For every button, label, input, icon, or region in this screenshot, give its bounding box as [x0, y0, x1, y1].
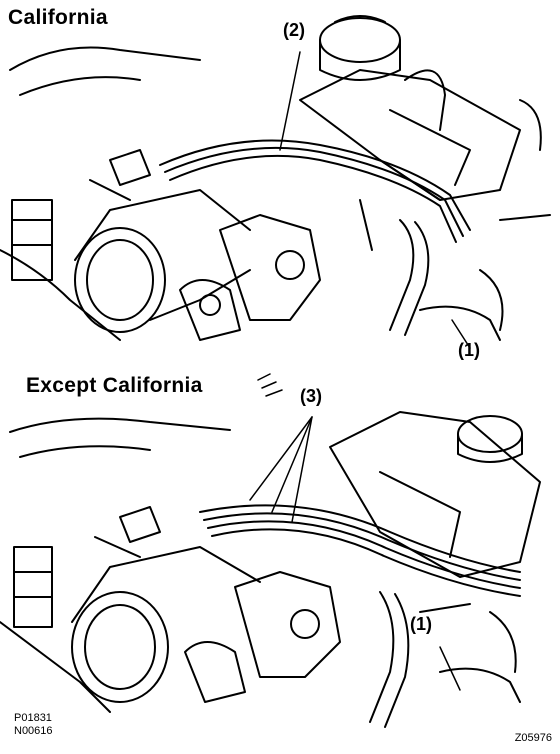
- panel-heading-except-california: Except California: [26, 374, 203, 397]
- panel-heading-california: California: [8, 6, 108, 29]
- callout-3: (3): [300, 386, 322, 406]
- callout-1-bottom: (1): [410, 614, 432, 634]
- figure-codes-left: P01831 N00616: [14, 712, 53, 738]
- panel-except-california: Except California: [0, 372, 560, 754]
- callout-1-top: (1): [458, 340, 480, 360]
- figure-code-line2: N00616: [14, 725, 53, 737]
- engine-illustration-except-california: [0, 373, 541, 728]
- figure-code-line1: P01831: [14, 712, 52, 724]
- callout-2: (2): [283, 20, 305, 40]
- panel-california: California: [0, 0, 560, 372]
- engine-illustration-california: [0, 15, 551, 349]
- figure-code-right: Z05976: [514, 732, 552, 744]
